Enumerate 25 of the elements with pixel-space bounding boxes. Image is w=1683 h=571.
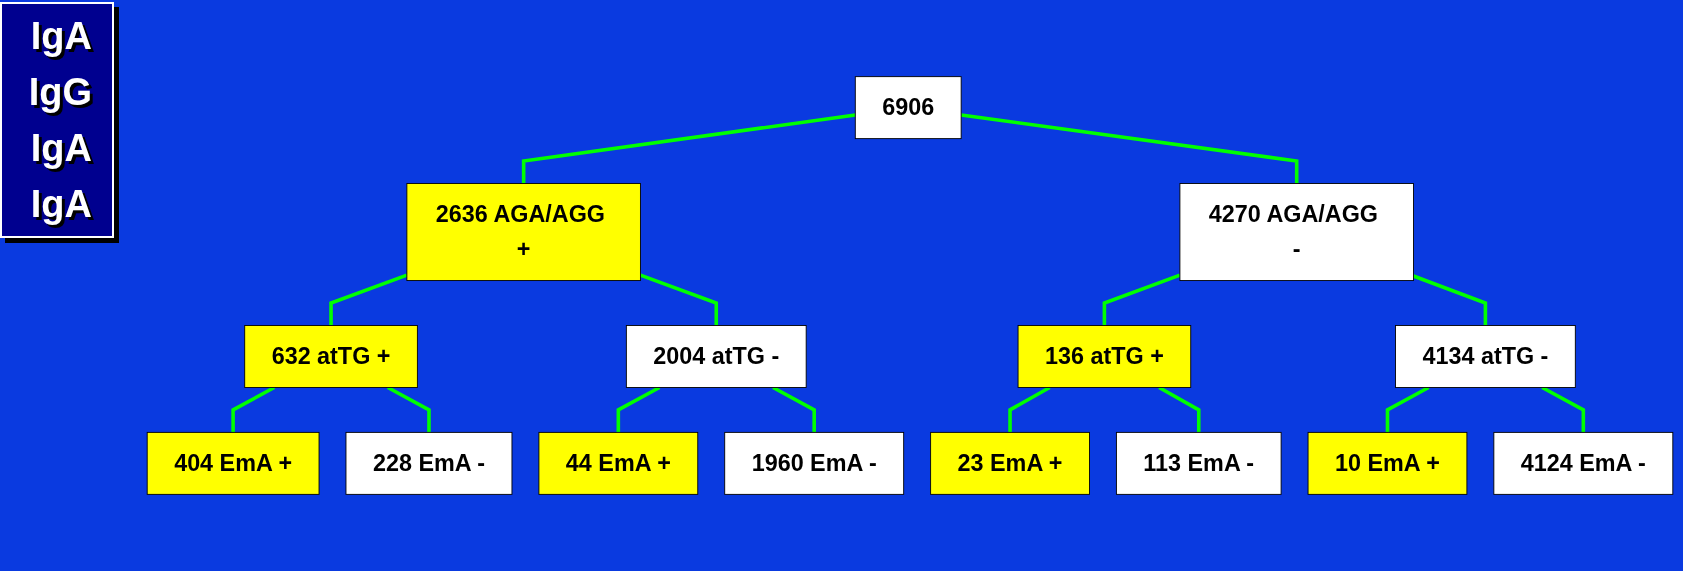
- node-box: 1960 EmA -: [724, 431, 905, 495]
- connector: [521, 113, 856, 184]
- node-box: 4124 EmA -: [1493, 431, 1674, 495]
- node-box: 4134 atTG -: [1395, 325, 1576, 388]
- label-text: IgA: [29, 182, 93, 227]
- node-box: 136 atTG +: [1017, 325, 1192, 388]
- node-box: 44 EmA +: [538, 431, 699, 495]
- label-text: IgA: [29, 14, 93, 59]
- label-text: IgG: [27, 70, 93, 115]
- node-box: 23 EmA +: [930, 431, 1090, 495]
- node-box: 10 EmA +: [1307, 431, 1468, 495]
- node-box: 113 EmA -: [1115, 431, 1282, 495]
- connector: [960, 113, 1299, 184]
- node-box: 6906: [854, 76, 962, 140]
- connector: [329, 273, 408, 326]
- node-box: 2636 AGA/AGG +: [406, 183, 641, 281]
- node-box: 4270 AGA/AGG -: [1179, 183, 1414, 281]
- node-box: 632 atTG +: [244, 325, 418, 388]
- connector: [639, 273, 719, 326]
- connector: [1412, 274, 1488, 326]
- label-text: IgA: [29, 126, 93, 171]
- node-box: 228 EmA -: [345, 431, 513, 495]
- connector: [1102, 273, 1181, 326]
- node-box: 404 EmA +: [146, 431, 320, 495]
- node-box: 2004 atTG -: [625, 325, 807, 388]
